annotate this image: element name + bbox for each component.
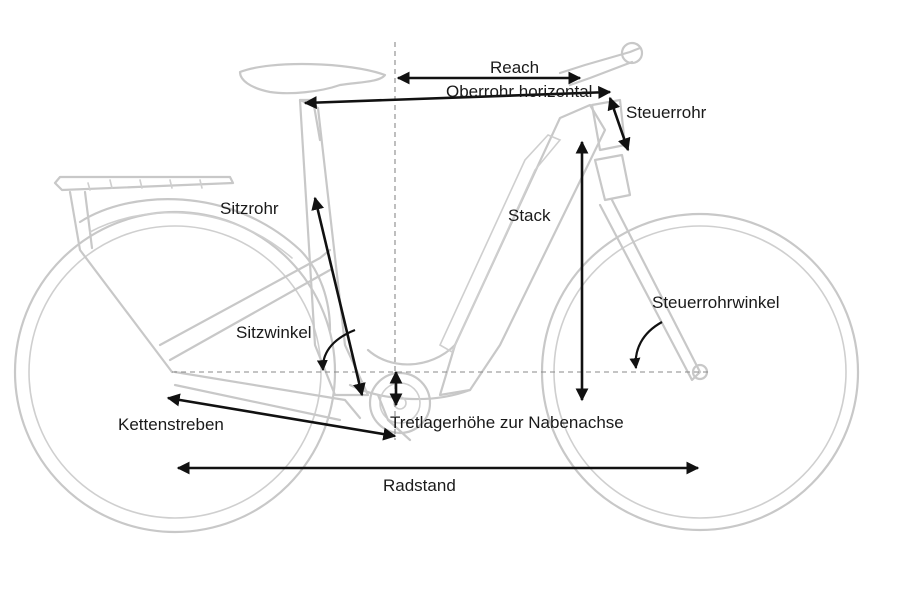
rear-rack bbox=[53, 175, 235, 374]
chainstay-label: Kettenstreben bbox=[118, 415, 224, 434]
seat-angle-label: Sitzwinkel bbox=[236, 323, 312, 342]
bb-height-label: Tretlagerhöhe zur Nabenachse bbox=[390, 413, 624, 432]
seat-tube-label: Sitzrohr bbox=[220, 199, 279, 218]
head-tube-arrow bbox=[607, 96, 631, 152]
seat-angle-arc bbox=[316, 328, 356, 372]
chainstay-arrow bbox=[166, 393, 397, 441]
seat-tube-arrow bbox=[311, 196, 366, 397]
wheelbase-label: Radstand bbox=[383, 476, 456, 495]
head-tube-label: Steuerrohr bbox=[626, 103, 707, 122]
stack-label: Stack bbox=[508, 206, 551, 225]
top-tube-arrow bbox=[303, 85, 612, 110]
reach-label: Reach bbox=[490, 58, 540, 77]
head-angle-arc bbox=[629, 321, 663, 370]
head-angle-label: Steuerrohrwinkel bbox=[652, 293, 780, 312]
top-tube-label: Oberrohr horizontal bbox=[446, 82, 593, 101]
